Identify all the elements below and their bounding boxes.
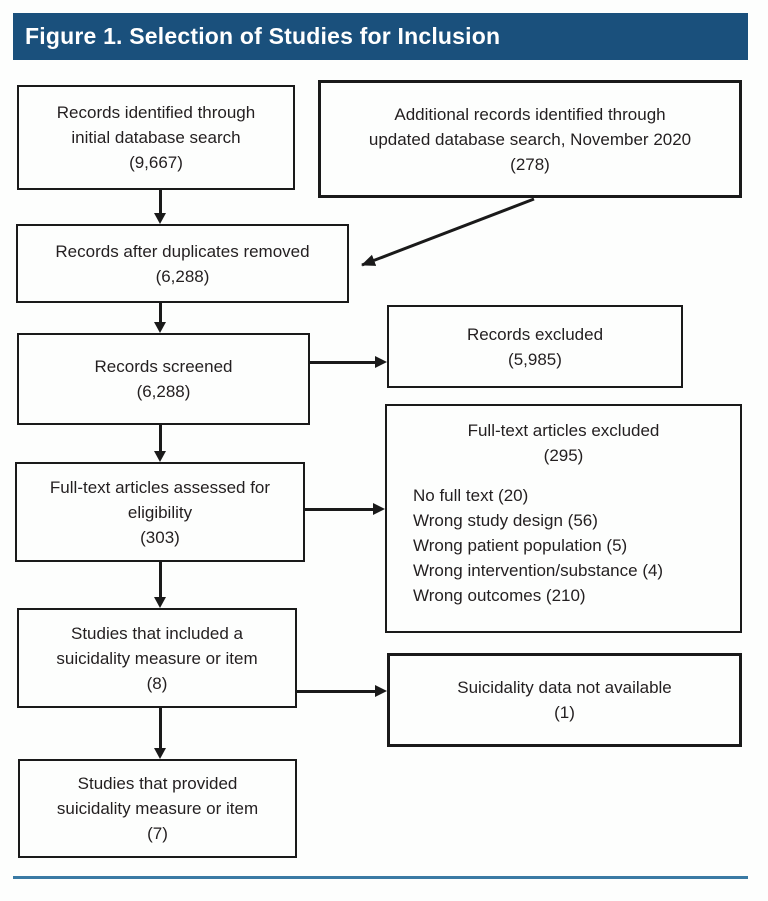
arrow-included-to-notavailable (297, 684, 387, 698)
arrow-screened-to-excluded (310, 355, 387, 369)
box-records-identified-text: Records identified through initial datab… (56, 103, 256, 172)
exclusion-reason-list: No full text (20) Wrong study design (56… (405, 483, 722, 608)
box-included-measure-text: Studies that included a suicidality meas… (56, 623, 258, 693)
arrow-shaft (158, 425, 162, 451)
box-duplicates-removed: Records after duplicates removed (6,288) (16, 224, 349, 303)
bottom-divider-rule (13, 876, 748, 879)
box-provided-measure: Studies that provided suicidality measur… (18, 759, 297, 858)
box-records-excluded-text: Records excluded (5,985) (466, 324, 604, 369)
arrow-assessed-to-ft-excluded (305, 502, 385, 516)
arrow-assessed-to-included (152, 562, 168, 608)
arrow-shaft (158, 190, 162, 213)
figure-title: Figure 1. Selection of Studies for Inclu… (25, 23, 501, 49)
box-fulltext-assessed-text: Full-text articles assessed for eligibil… (49, 477, 271, 547)
arrow-down-head (154, 597, 166, 608)
arrow-shaft (305, 507, 373, 511)
arrow-right-head (375, 685, 387, 697)
exclusion-reason-item: Wrong study design (56) (413, 511, 598, 530)
exclusion-reason-item: Wrong intervention/substance (4) (413, 561, 664, 580)
box-duplicates-removed-text: Records after duplicates removed (6,288) (55, 241, 310, 286)
arrow-shaft (158, 708, 162, 748)
box-provided-measure-text: Studies that provided suicidality measur… (56, 774, 259, 843)
arrow-right-head (373, 503, 385, 515)
arrow-down-head (154, 451, 166, 462)
arrow-shaft (310, 360, 375, 364)
box-additional-records-text: Additional records identified through up… (368, 104, 692, 174)
box-included-measure: Studies that included a suicidality meas… (17, 608, 297, 708)
arrow-included-to-provided (152, 708, 168, 759)
arrow-shaft (158, 303, 162, 322)
box-fulltext-excluded-title: Full-text articles excluded (295) (467, 421, 660, 465)
box-data-not-available-text: Suicidality data not available (1) (457, 678, 672, 722)
arrow-right-head (375, 356, 387, 368)
box-records-screened: Records screened (6,288) (17, 333, 310, 425)
arrow-shaft (297, 689, 375, 693)
exclusion-reason-item: Wrong outcomes (210) (413, 586, 586, 605)
box-records-excluded: Records excluded (5,985) (387, 305, 683, 388)
arrow-identified-to-duplicates (152, 190, 168, 224)
box-data-not-available: Suicidality data not available (1) (387, 653, 742, 747)
arrow-screened-to-assessed (152, 425, 168, 462)
box-records-screened-text: Records screened (6,288) (94, 357, 233, 401)
arrow-shaft (158, 562, 162, 597)
box-additional-records: Additional records identified through up… (318, 80, 742, 198)
box-fulltext-assessed: Full-text articles assessed for eligibil… (15, 462, 305, 562)
arrow-down-head (154, 213, 166, 224)
arrow-duplicates-to-screened (152, 303, 168, 333)
exclusion-reason-item: Wrong patient population (5) (413, 536, 628, 555)
arrow-down-head (154, 322, 166, 333)
box-fulltext-excluded: Full-text articles excluded (295) No ful… (385, 404, 742, 633)
arrow-down-head (154, 748, 166, 759)
arrow-updated-to-duplicates (361, 197, 535, 267)
box-records-identified: Records identified through initial datab… (17, 85, 295, 190)
figure-title-bar: Figure 1. Selection of Studies for Inclu… (13, 13, 748, 60)
exclusion-reason-item: No full text (20) (413, 486, 529, 505)
